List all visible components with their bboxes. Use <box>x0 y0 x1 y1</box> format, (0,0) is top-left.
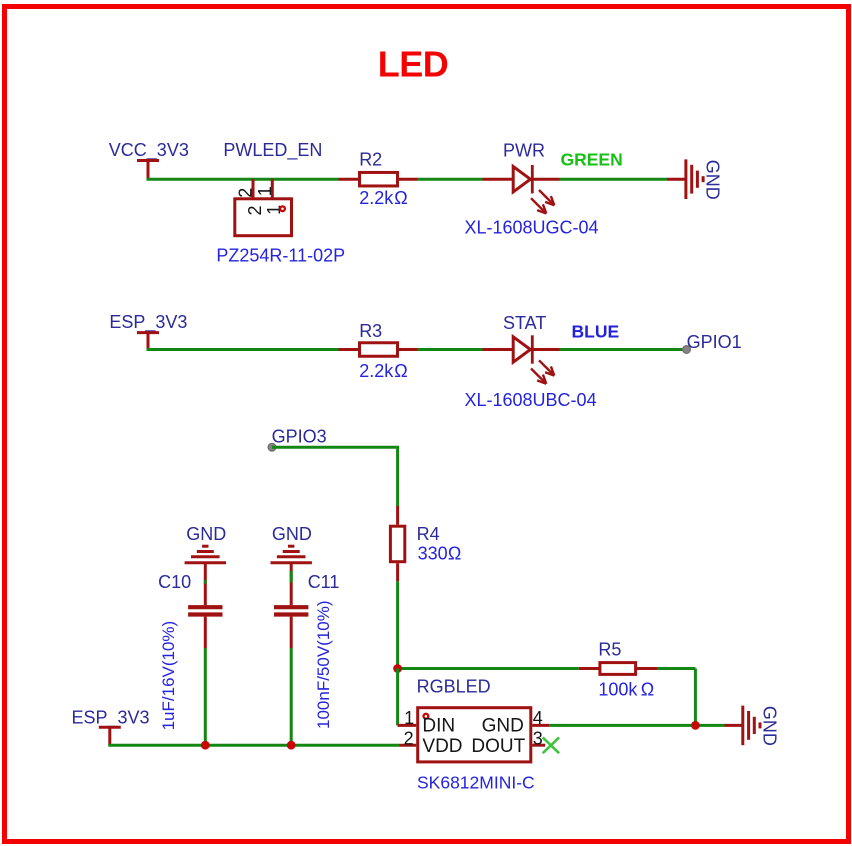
svg-text:XL-1608UBC-04: XL-1608UBC-04 <box>465 390 597 410</box>
svg-text:1: 1 <box>255 186 275 196</box>
svg-text:RGBLED: RGBLED <box>417 677 491 697</box>
svg-text:2: 2 <box>404 728 414 748</box>
svg-text:STAT: STAT <box>503 313 546 333</box>
svg-text:1: 1 <box>264 205 284 215</box>
svg-text:Ω: Ω <box>394 188 407 208</box>
svg-text:PWLED_EN: PWLED_EN <box>223 140 322 161</box>
svg-text:GND: GND <box>482 716 524 737</box>
svg-text:2.2k: 2.2k <box>359 188 394 208</box>
svg-text:4: 4 <box>533 708 543 728</box>
svg-text:R4: R4 <box>417 524 440 544</box>
svg-text:R2: R2 <box>359 150 382 170</box>
svg-text:Ω: Ω <box>394 361 407 381</box>
svg-text:Ω: Ω <box>448 543 461 563</box>
svg-text:C11: C11 <box>308 572 340 592</box>
svg-text:VDD: VDD <box>422 736 462 757</box>
svg-text:100nF/50V(10%): 100nF/50V(10%) <box>314 600 333 729</box>
svg-text:R3: R3 <box>359 321 382 341</box>
svg-text:GREEN: GREEN <box>561 150 623 170</box>
svg-text:330: 330 <box>418 543 448 563</box>
svg-text:Ω: Ω <box>641 679 654 699</box>
svg-text:ESP_3V3: ESP_3V3 <box>109 312 187 333</box>
svg-text:XL-1608UGC-04: XL-1608UGC-04 <box>465 218 599 238</box>
svg-text:GND: GND <box>703 160 723 200</box>
svg-text:2: 2 <box>235 188 255 198</box>
svg-text:1uF/16V(10%): 1uF/16V(10%) <box>159 621 178 731</box>
svg-text:GPIO1: GPIO1 <box>687 332 742 352</box>
svg-text:DOUT: DOUT <box>471 736 525 757</box>
svg-text:PWR: PWR <box>503 141 545 161</box>
svg-text:GND: GND <box>272 524 312 544</box>
svg-text:3: 3 <box>533 728 543 748</box>
svg-text:GND: GND <box>186 524 226 544</box>
svg-text:C10: C10 <box>158 572 191 592</box>
svg-text:2: 2 <box>245 205 265 215</box>
svg-text:BLUE: BLUE <box>572 321 620 341</box>
svg-text:SK6812MINI-C: SK6812MINI-C <box>417 772 535 792</box>
svg-text:DIN: DIN <box>422 716 455 737</box>
svg-text:LED: LED <box>378 44 449 85</box>
svg-text:GPIO3: GPIO3 <box>272 427 327 447</box>
svg-text:GND: GND <box>760 706 780 746</box>
svg-text:1: 1 <box>404 708 414 728</box>
svg-text:VCC_3V3: VCC_3V3 <box>109 140 189 161</box>
svg-text:R5: R5 <box>598 640 621 660</box>
svg-text:ESP_3V3: ESP_3V3 <box>72 708 150 729</box>
svg-text:100k: 100k <box>598 679 638 699</box>
svg-text:PZ254R-11-02P: PZ254R-11-02P <box>216 246 345 266</box>
svg-text:2.2k: 2.2k <box>359 361 394 381</box>
